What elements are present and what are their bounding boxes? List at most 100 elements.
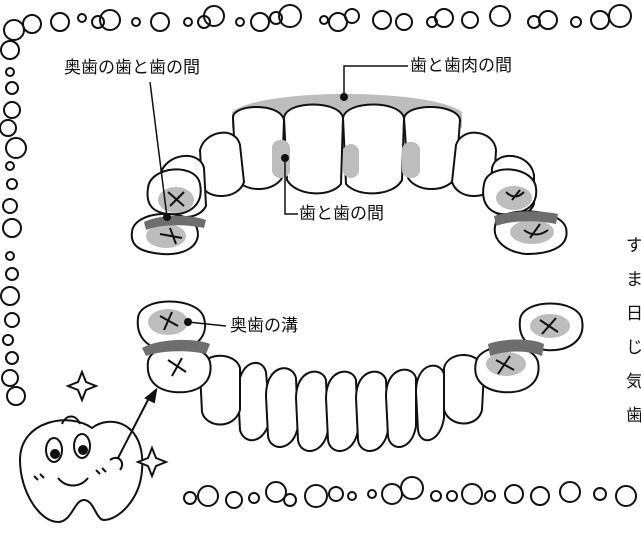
bubble-circle xyxy=(2,334,14,346)
bubble-circle xyxy=(99,9,121,31)
interdental-shading xyxy=(343,144,359,178)
bubble-circle xyxy=(283,493,297,507)
label-molar-groove: 奥歯の溝 xyxy=(230,316,298,336)
sparkle-icon xyxy=(135,445,169,479)
bubble-circle xyxy=(400,476,424,500)
bubble-circle xyxy=(5,67,15,77)
bubble-circle xyxy=(0,40,20,60)
label-interdental: 歯と歯の間 xyxy=(299,204,384,224)
bubble-circle xyxy=(1,369,19,387)
lower-front-tooth xyxy=(354,370,390,452)
bubble-circle xyxy=(77,13,87,23)
bubble-circle xyxy=(278,4,302,28)
bubble-circle xyxy=(304,484,328,508)
molar-groove-shading xyxy=(510,220,554,244)
bubble-circle xyxy=(0,119,17,137)
bubble-circle xyxy=(5,161,15,171)
bubble-circle xyxy=(4,312,20,328)
bubble-circle xyxy=(5,251,15,261)
bubble-circle xyxy=(434,8,454,28)
bubble-circle xyxy=(590,10,610,30)
leader-line-interdental xyxy=(284,158,298,215)
molar-groove-mark xyxy=(159,191,185,245)
molar-groove-shading xyxy=(486,352,526,376)
bubble-circle xyxy=(203,5,225,27)
bubble-circle xyxy=(489,5,511,27)
upper-teeth-arch xyxy=(130,93,568,256)
label-interdental-back: 奥歯の歯と歯の間 xyxy=(64,58,200,78)
molar-groove-mark xyxy=(505,189,549,239)
bubble-circle xyxy=(2,218,22,238)
bubble-circle xyxy=(615,485,637,507)
bubble-circle xyxy=(5,267,19,281)
upper-front-tooth xyxy=(282,103,345,195)
bubble-circle xyxy=(319,15,329,25)
bubble-circle xyxy=(608,4,632,28)
lower-front-tooth xyxy=(264,367,300,448)
bubble-circle xyxy=(381,483,403,505)
lower-front-tooth xyxy=(294,370,330,452)
bubble-circle xyxy=(197,485,219,507)
bubble-circle xyxy=(0,286,20,306)
bubble-circle xyxy=(91,15,105,29)
lower-teeth-arch xyxy=(136,300,584,452)
bubble-circle xyxy=(461,483,483,505)
label-gum-line: 歯と歯肉の間 xyxy=(410,56,512,76)
molar-groove-mark xyxy=(495,317,559,375)
side-text-char: 日 xyxy=(626,304,641,324)
bubble-circle xyxy=(372,10,392,30)
tooth-mascot-icon xyxy=(18,387,158,524)
bubble-circle xyxy=(461,11,479,29)
bubble-circle xyxy=(530,486,550,506)
upper-lateral-tooth xyxy=(198,131,246,198)
interdental-dark-shading xyxy=(488,339,544,356)
bubble-circle xyxy=(395,13,413,31)
bubble-circle xyxy=(183,17,193,27)
bubble-circle xyxy=(269,11,283,25)
side-text-char: じ xyxy=(626,338,641,358)
bubble-circle xyxy=(328,486,344,502)
bubble-circle xyxy=(344,8,360,24)
bubble-circle xyxy=(570,16,582,28)
bubble-circle xyxy=(559,481,581,503)
side-text-char: す xyxy=(626,236,641,256)
bubble-circle xyxy=(150,12,170,32)
bubble-circle xyxy=(3,19,25,41)
lower-front-tooth xyxy=(324,370,360,452)
bubble-circle xyxy=(484,490,496,502)
bubble-circle xyxy=(6,178,18,190)
lower-front-tooth xyxy=(414,364,445,442)
bubble-circle xyxy=(5,351,19,365)
interdental-dark-shading xyxy=(494,211,558,226)
bubble-circle xyxy=(538,10,558,30)
bubble-circle xyxy=(593,487,607,501)
lower-lateral-tooth xyxy=(443,354,486,425)
bubble-circle xyxy=(446,490,458,502)
bubble-circle xyxy=(430,490,442,502)
side-text-char: ま xyxy=(626,270,641,290)
leader-lines xyxy=(149,65,408,327)
bubble-circle xyxy=(131,17,141,27)
bubble-circle xyxy=(225,491,243,509)
bubble-circle xyxy=(504,484,524,504)
lower-front-tooth xyxy=(384,368,417,448)
leader-line-interdental-back xyxy=(149,81,168,218)
side-text-char: 歯 xyxy=(626,406,641,426)
bubble-circle xyxy=(250,12,270,32)
leader-line-molar-groove xyxy=(187,321,227,327)
bubble-circle xyxy=(367,489,377,499)
interdental-shading xyxy=(402,142,420,178)
bubble-circle xyxy=(235,17,245,27)
side-text-char: 気 xyxy=(626,372,641,392)
interdental-dark-shading xyxy=(142,339,210,356)
bubble-circle xyxy=(248,492,260,504)
lower-front-tooth xyxy=(236,361,272,442)
bubble-circle xyxy=(3,101,21,119)
bubble-circle xyxy=(2,198,18,214)
bubble-circle xyxy=(5,137,27,159)
bubble-circle xyxy=(527,15,541,29)
sparkle-icon xyxy=(65,369,99,403)
bubble-circle xyxy=(347,491,357,501)
